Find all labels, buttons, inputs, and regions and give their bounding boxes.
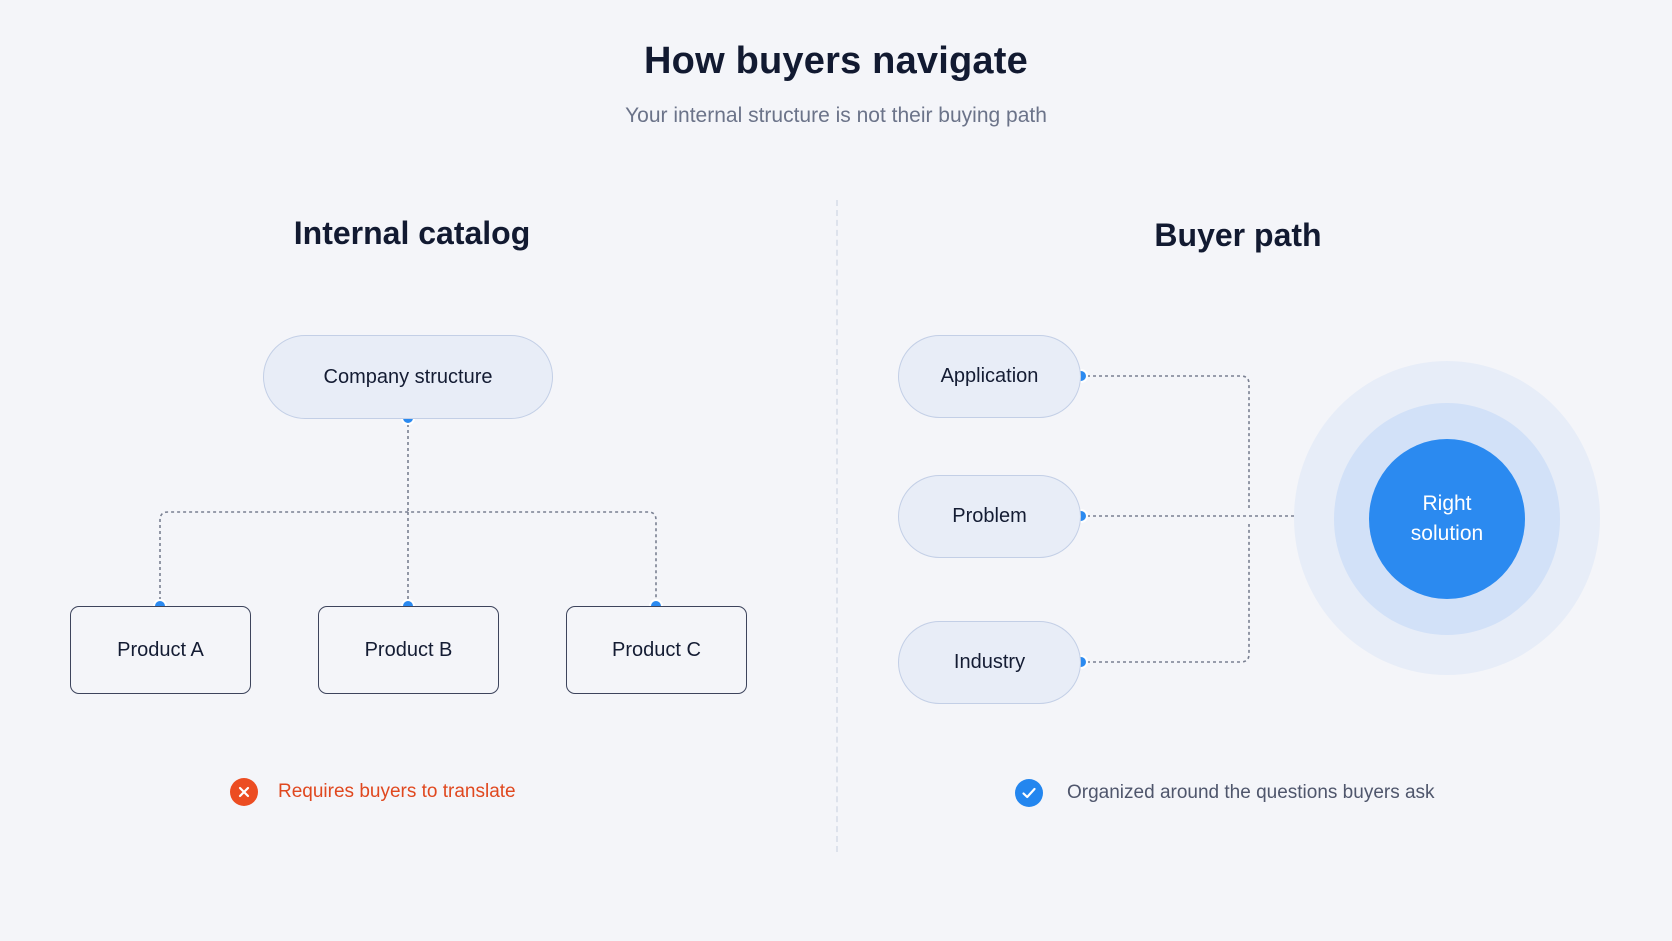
x-circle-icon bbox=[230, 778, 258, 806]
solution-label-line1: Right bbox=[1422, 492, 1472, 515]
solution-label-line2: solution bbox=[1410, 522, 1484, 545]
buyer-path-title: Buyer path bbox=[1154, 217, 1322, 253]
catalog-note: Requires buyers to translate bbox=[230, 778, 516, 806]
internal-catalog-title: Internal catalog bbox=[293, 215, 531, 251]
buyer-path-note: Organized around the questions buyers as… bbox=[1015, 779, 1435, 807]
page-title: How buyers navigate bbox=[644, 40, 1028, 82]
check-circle-icon bbox=[1015, 779, 1043, 807]
problem-node: Problem bbox=[898, 475, 1081, 558]
page-subtitle: Your internal structure is not their buy… bbox=[625, 104, 1047, 127]
right-solution-node: Right solution bbox=[1369, 439, 1525, 599]
product-b-node: Product B bbox=[318, 606, 499, 694]
product-a-node: Product A bbox=[70, 606, 251, 694]
product-c-node: Product C bbox=[566, 606, 747, 694]
connector-branch-horizontal bbox=[159, 511, 657, 606]
connector-application bbox=[1081, 375, 1250, 508]
section-divider bbox=[836, 200, 838, 852]
application-node: Application bbox=[898, 335, 1081, 418]
buyer-path-note-text: Organized around the questions buyers as… bbox=[1067, 782, 1435, 803]
industry-node: Industry bbox=[898, 621, 1081, 704]
connector-industry bbox=[1081, 524, 1250, 663]
company-structure-node: Company structure bbox=[263, 335, 553, 419]
catalog-note-text: Requires buyers to translate bbox=[278, 781, 516, 802]
